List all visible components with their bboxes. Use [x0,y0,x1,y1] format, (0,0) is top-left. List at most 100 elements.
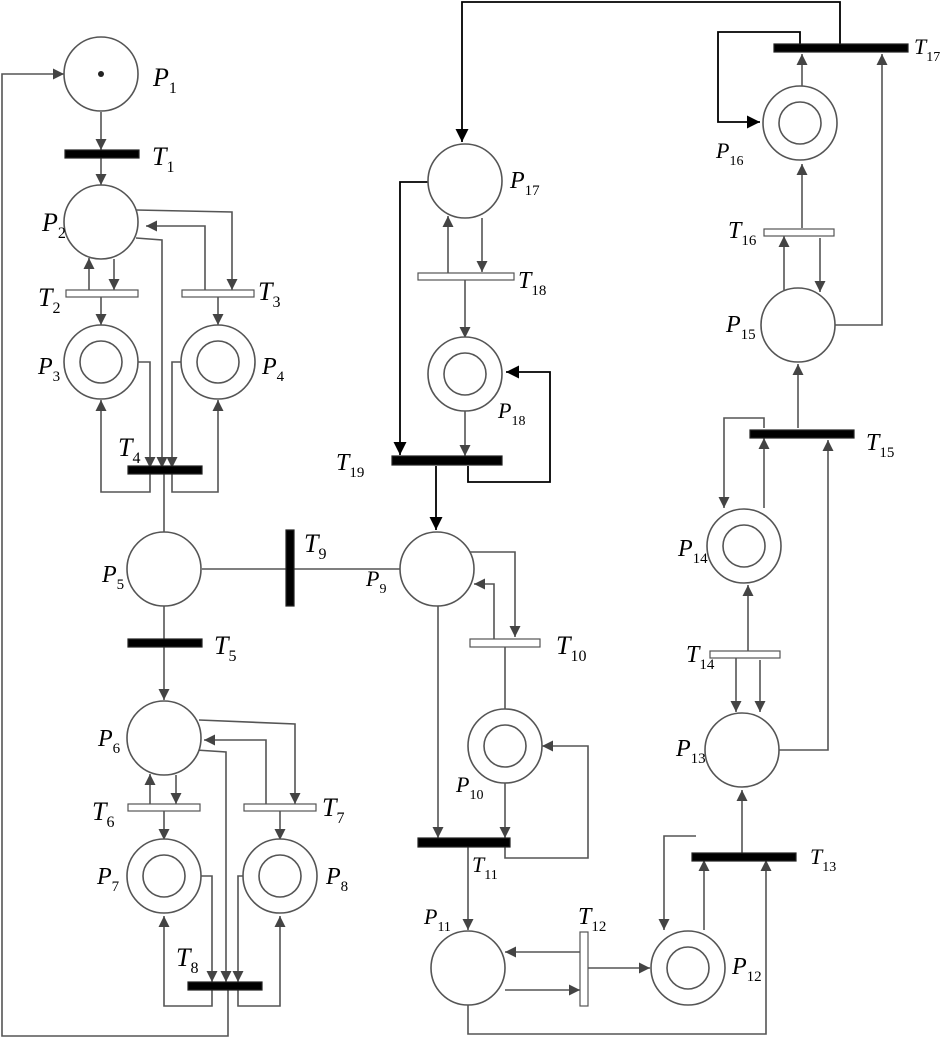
arc-p17-t19 [393,181,428,455]
arc-t11-p10 [504,740,589,859]
label-t15: T15 [866,430,894,461]
label-p8: P8 [325,864,348,895]
place-p11 [430,930,506,1006]
label-t10: T10 [556,631,586,665]
place-p18-inner [443,352,487,396]
places [63,36,838,1006]
arcs-bold [393,1,841,530]
label-t18: T18 [518,268,546,299]
arc-t15-p14 [718,417,765,508]
label-t2: T2 [38,283,60,317]
transition-t18 [417,272,515,281]
place-p7-inner [142,854,186,898]
labels: P1 P2 P3 P4 P5 P6 P7 P8 P9 P10 P11 P12 P… [37,34,940,985]
label-p2: P2 [41,208,66,242]
transition-t8 [187,981,263,991]
label-t3: T3 [258,277,280,311]
place-p17 [427,143,503,219]
transition-t19 [391,455,503,466]
transition-t13 [691,852,797,862]
place-p3-inner [79,340,123,384]
label-p5: P5 [101,562,124,593]
arc-p3-t4 [138,361,156,468]
label-t11: T11 [472,852,498,883]
transition-t10 [469,638,541,648]
place-p14-inner [722,524,766,568]
arc-p15-t17 [834,54,888,326]
label-p13: P13 [675,736,706,767]
arc-t19-p18 [467,365,551,483]
label-p16: P16 [715,138,743,169]
arc-p13-t15 [778,440,834,751]
transition-t2 [65,289,139,298]
arc-p9-t10 [470,551,521,637]
transition-t15 [749,429,855,439]
label-p4: P4 [261,354,285,385]
arc-p6-t7 [198,719,301,804]
transition-t6 [127,803,201,812]
arc-t4-p3 [95,400,151,493]
label-p9: P9 [365,566,386,597]
transition-t4 [127,465,203,475]
label-t4: T4 [118,433,140,467]
transitions [64,43,909,1007]
arc-t7-p6 [204,734,267,806]
arc-p6-t8 [195,749,232,982]
arc-p2-t3 [135,209,238,290]
place-p13 [704,712,780,788]
label-t1: T1 [152,142,174,176]
arc-t8-to-p1 [1,68,229,1037]
arc-t13-p12 [658,835,696,930]
label-p1: P1 [152,63,177,97]
label-p7: P7 [96,864,120,895]
arc-p4-t4 [166,361,182,468]
arc-t3-p2 [146,220,206,292]
label-p3: P3 [37,354,60,385]
transition-t1 [64,149,140,159]
label-p10: P10 [455,772,483,803]
label-t8: T8 [176,943,198,977]
arc-p2-t4 [135,237,168,468]
arc-t8-p8 [237,916,286,1007]
token-p1 [98,71,104,77]
label-t13: T13 [810,844,836,875]
label-p18: P18 [497,398,525,429]
transition-t9 [285,529,295,607]
place-p4-inner [196,340,240,384]
arc-t8-p7 [158,916,213,1007]
transition-t17 [773,43,909,53]
transition-t14 [709,650,781,659]
label-t17: T17 [914,34,940,65]
arcs [1,54,888,1037]
label-t12: T12 [578,904,606,935]
transition-t3 [181,289,255,298]
place-p9 [399,531,475,607]
arc-t17-p16 [717,31,801,129]
arc-t10-p9 [474,578,495,639]
place-p16-inner [778,101,822,145]
label-p14: P14 [677,536,708,567]
place-p10-inner [483,724,527,768]
arc-p7-t8 [201,875,218,982]
label-t7: T7 [322,793,344,827]
arc-t4-p4 [171,400,224,493]
transition-t12 [579,931,589,1007]
arc-p11-t13 [467,860,772,1035]
label-t16: T16 [728,218,757,249]
transition-t7 [243,803,317,812]
label-t19: T19 [336,450,364,481]
place-p2 [63,184,139,260]
place-p6 [126,700,202,776]
label-p6: P6 [97,726,121,757]
label-t9: T9 [304,529,326,563]
arc-t17-p17 [455,1,841,142]
label-p11: P11 [423,904,451,935]
place-p8-inner [258,854,302,898]
place-p15 [760,287,836,363]
place-p12-inner [666,946,710,990]
transition-t16 [763,228,835,237]
label-p15: P15 [725,312,756,343]
label-t14: T14 [686,642,715,673]
label-p12: P12 [731,954,762,985]
